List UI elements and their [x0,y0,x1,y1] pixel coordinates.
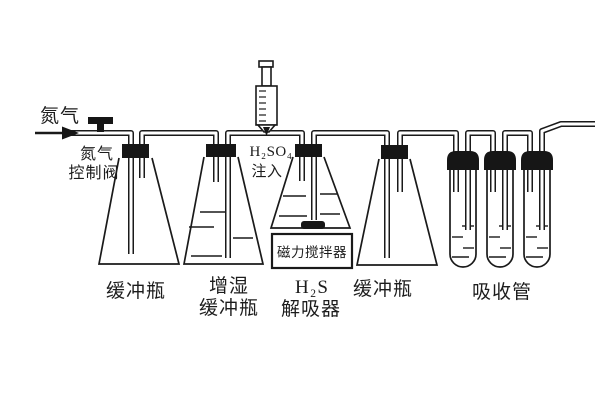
valve-label-line1: 氮气 [80,145,114,163]
stir-bar [301,221,325,229]
syringe-plunger-top [258,60,274,68]
nitrogen-inlet [35,117,113,140]
injection-label-line2: 注入 [251,163,282,180]
syringe-graduations [259,90,266,122]
syringe-needle-tip [263,127,270,136]
stoppers [122,144,553,229]
humidifier-label-line1: 增湿 [209,275,249,297]
syringe-plunger [261,66,272,87]
desorber-label-line1: H₂S [295,277,329,298]
buffer-flask-2-label: 缓冲瓶 [353,278,413,300]
stopper-flask1 [122,144,149,158]
absorption-tubes-label: 吸收管 [472,281,532,303]
diagram-labels: 氮气 氮气 控制阀 H₂SO₄ 注入 磁力搅拌器 缓冲瓶 增湿 缓冲瓶 H₂S … [40,105,532,320]
stopper-desorber [295,144,322,157]
buffer-flask-1-label: 缓冲瓶 [106,280,166,302]
desorber-flask [269,156,352,229]
nitrogen-label: 氮气 [40,105,80,127]
magnetic-stirrer-box [270,232,354,270]
syringe [255,60,278,136]
magnetic-stirrer-label: 磁力搅拌器 [277,245,347,260]
humidifier-label-line2: 缓冲瓶 [199,297,259,319]
valve-handle [88,117,113,124]
humidifier-flask [182,156,265,265]
stopper-flask4 [381,145,408,159]
buffer-flask-2 [355,158,439,266]
dome-stopper-tube2 [484,151,516,170]
syringe-barrel [255,85,278,126]
valve-label-line2: 控制阀 [68,164,119,182]
injection-label-line1: H₂SO₄ [250,144,293,160]
stopper-flask2 [206,144,236,157]
valve-stem [97,123,104,132]
nitrogen-arrow-icon [62,126,79,140]
desorber-label-line2: 解吸器 [281,298,341,320]
dome-stopper-tube3 [521,151,553,170]
dome-stopper-tube1 [447,151,479,170]
buffer-flask-1 [97,157,181,265]
